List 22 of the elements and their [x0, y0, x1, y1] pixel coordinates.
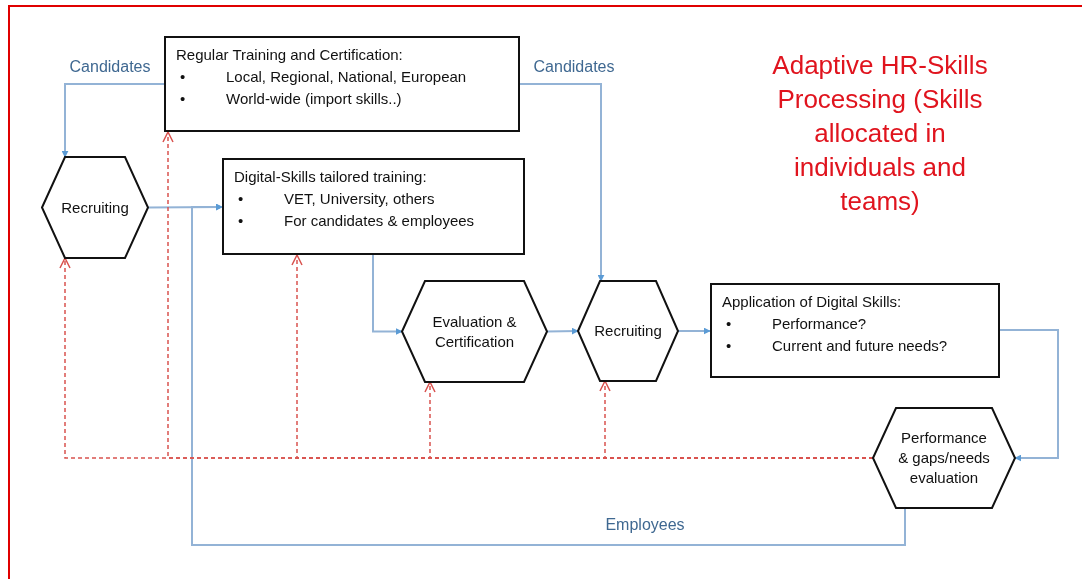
bullet-item: • For candidates & employees [238, 211, 476, 231]
bullet-item: • World-wide (import skills..) [180, 89, 403, 109]
bullet-item: • Current and future needs? [726, 336, 949, 356]
node-label: Performance & gaps/needs evaluation [897, 428, 991, 488]
box-heading: Application of Digital Skills: [722, 292, 903, 312]
process-box [222, 158, 525, 255]
node-label: Evaluation & Certification [431, 311, 518, 352]
hexagon-node [873, 408, 1015, 508]
diagram-title: Adaptive HR-Skills Processing (Skills allocated in individuals and teams) [771, 49, 989, 218]
node-label: Recruiting [593, 321, 663, 341]
box-heading: Regular Training and Certification: [176, 45, 404, 65]
hexagon-node [42, 157, 148, 258]
hexagon-node [402, 281, 547, 382]
hexagon-node [578, 281, 678, 381]
bullet-item: • VET, University, others [238, 189, 436, 209]
box-heading: Digital-Skills tailored training: [234, 167, 428, 187]
bullet-item: • Performance? [726, 314, 868, 334]
node-label: Recruiting [60, 197, 130, 218]
edge-label: Employees [603, 516, 687, 534]
process-box [164, 36, 520, 132]
process-box [710, 283, 1000, 378]
bullet-item: • Local, Regional, National, European [180, 67, 468, 87]
